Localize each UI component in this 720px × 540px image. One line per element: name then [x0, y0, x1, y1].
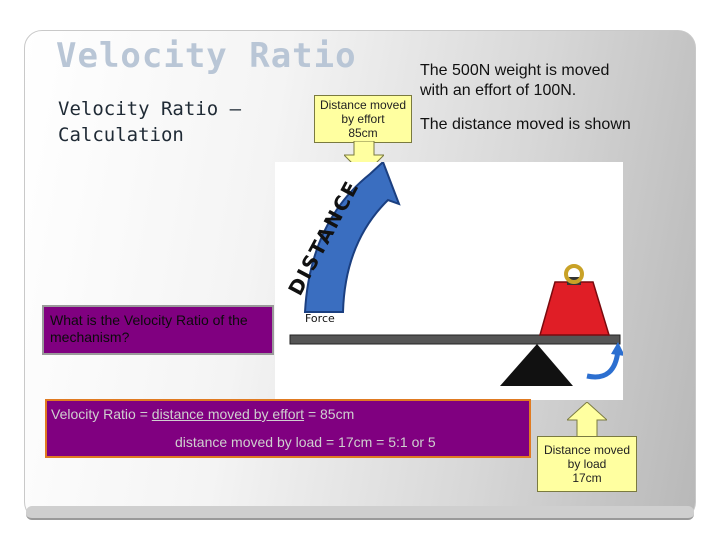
weight-ring — [564, 264, 584, 284]
effort-distance-callout: Distance moved by effort 85cm — [314, 95, 412, 143]
force-label: Force — [305, 312, 335, 325]
formula-box: Velocity Ratio = distance moved by effor… — [45, 399, 531, 458]
question-box: What is the Velocity Ratio of the mechan… — [42, 305, 274, 355]
callout-text: Distance moved — [319, 98, 407, 112]
description-line-3: The distance moved is shown — [420, 116, 631, 133]
up-arrow-icon — [567, 402, 607, 438]
formula-line-1: Velocity Ratio = distance moved by effor… — [51, 406, 354, 422]
formula-prefix: Velocity Ratio = — [51, 406, 152, 422]
callout-text: by effort — [341, 112, 385, 126]
fulcrum — [500, 344, 573, 386]
formula-line-2: distance moved by load = 17cm = 5:1 or 5 — [175, 434, 436, 450]
callout-text: Distance moved — [543, 443, 631, 457]
lever-beam — [289, 334, 621, 345]
description-line-1: The 500N weight is moved — [420, 62, 610, 79]
distance-arc — [303, 162, 401, 313]
formula-numerator: distance moved by effort — [151, 406, 305, 422]
slide-title: Velocity Ratio — [56, 36, 357, 76]
slide-subtitle: Velocity Ratio – Calculation — [58, 98, 242, 146]
rotation-arrow-icon — [586, 349, 621, 380]
formula-result-1: = 85cm — [304, 406, 355, 422]
callout-text: by load — [567, 457, 607, 471]
slide-bottom-bar — [26, 506, 694, 520]
load-distance-callout: Distance moved by load 17cm — [537, 436, 637, 492]
callout-text: 17cm — [572, 471, 602, 485]
rotation-arrowhead-icon — [611, 342, 623, 356]
callout-text: 85cm — [348, 126, 378, 140]
description-line-2: with an effort of 100N. — [420, 82, 577, 99]
lever-diagram: DISTANCE Force — [275, 162, 623, 400]
